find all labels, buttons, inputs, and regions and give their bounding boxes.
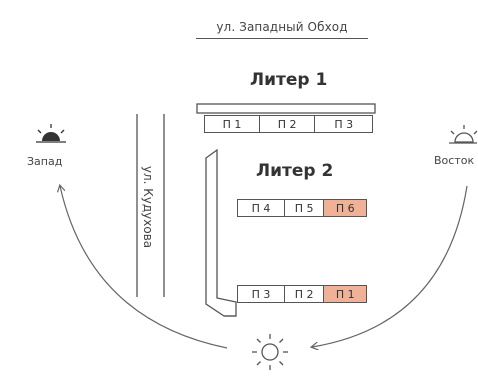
sun-icon	[252, 334, 288, 370]
section-cell[interactable]: П 5	[283, 199, 325, 217]
section-cell[interactable]: П 2	[258, 115, 316, 133]
liter-2-upper-sections: П 4 П 5 П 6	[237, 199, 368, 217]
liter-2-title: Литер 2	[256, 161, 334, 181]
liter-1-title: Литер 1	[250, 70, 328, 90]
direction-west-label: Запад	[27, 155, 63, 168]
street-top-label: ул. Западный Обход	[216, 20, 348, 34]
west-arc	[60, 186, 228, 349]
section-cell[interactable]: П 1	[323, 285, 368, 303]
east-arc	[312, 185, 468, 347]
sunrise-icon	[449, 125, 478, 144]
section-cell[interactable]: П 1	[204, 115, 260, 133]
section-cell[interactable]: П 4	[237, 199, 285, 217]
direction-east-label: Восток	[434, 154, 475, 167]
street-top-line	[196, 38, 368, 39]
liter-1-sections: П 1 П 2 П 3	[204, 115, 374, 133]
sunset-icon	[36, 124, 66, 143]
section-cell[interactable]: П 6	[323, 199, 368, 217]
liter-2-lower-sections: П 3 П 2 П 1	[237, 285, 368, 303]
liter-1-roof	[196, 103, 376, 114]
liter-2-outline	[205, 148, 237, 317]
street-side-label: ул. Кудухова	[141, 165, 155, 249]
section-cell[interactable]: П 3	[314, 115, 374, 133]
section-cell[interactable]: П 2	[283, 285, 325, 303]
section-cell[interactable]: П 3	[237, 285, 285, 303]
